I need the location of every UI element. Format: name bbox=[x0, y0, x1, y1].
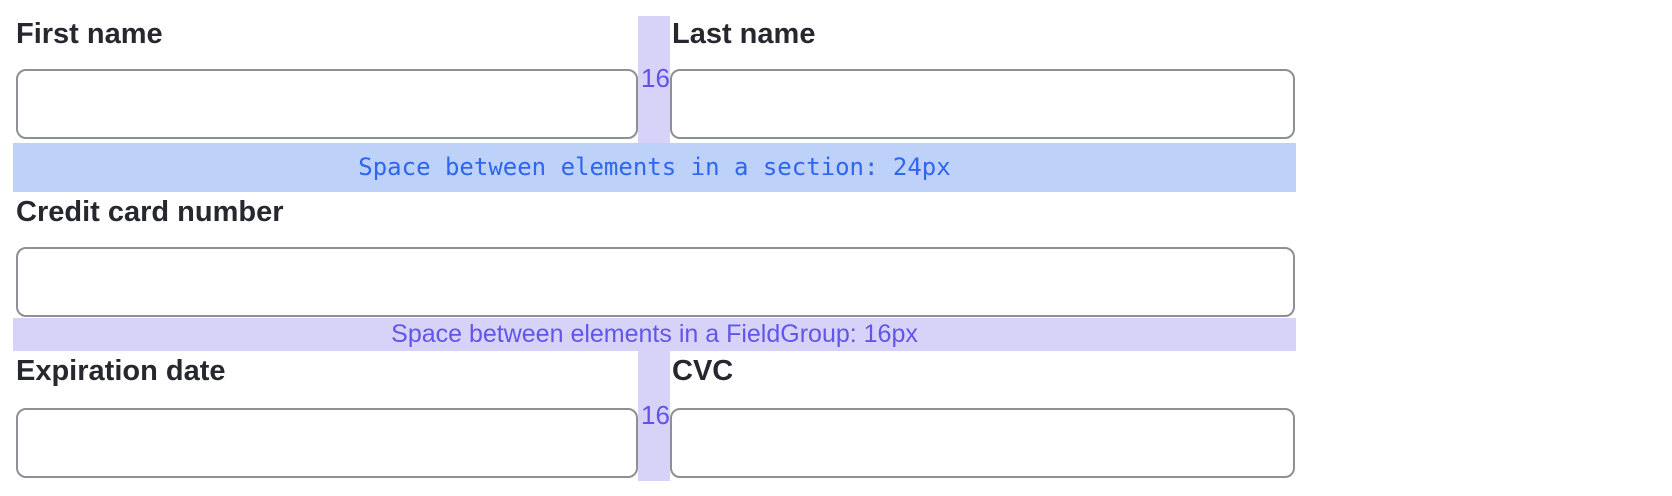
cvc-input[interactable] bbox=[670, 408, 1295, 478]
cvc-label: CVC bbox=[672, 355, 734, 387]
last-name-label: Last name bbox=[672, 18, 816, 50]
row1-gap-size-label: 16 bbox=[641, 63, 670, 93]
expiration-date-label: Expiration date bbox=[16, 355, 226, 387]
fieldgroup-spacing-band-label: Space between elements in a FieldGroup: … bbox=[391, 320, 918, 348]
credit-card-number-label: Credit card number bbox=[16, 196, 284, 228]
row1-gap-highlight-band bbox=[638, 16, 670, 143]
expiration-date-input[interactable] bbox=[16, 408, 638, 478]
first-name-label: First name bbox=[16, 18, 163, 50]
section-spacing-band: Space between elements in a section: 24p… bbox=[13, 143, 1296, 192]
section-spacing-band-label: Space between elements in a section: 24p… bbox=[358, 153, 951, 181]
last-name-input[interactable] bbox=[670, 69, 1295, 139]
row3-gap-highlight-band bbox=[638, 351, 670, 481]
first-name-input[interactable] bbox=[16, 69, 638, 139]
row3-gap-size-label: 16 bbox=[641, 400, 670, 430]
fieldgroup-spacing-band: Space between elements in a FieldGroup: … bbox=[13, 318, 1296, 351]
credit-card-number-input[interactable] bbox=[16, 247, 1295, 317]
